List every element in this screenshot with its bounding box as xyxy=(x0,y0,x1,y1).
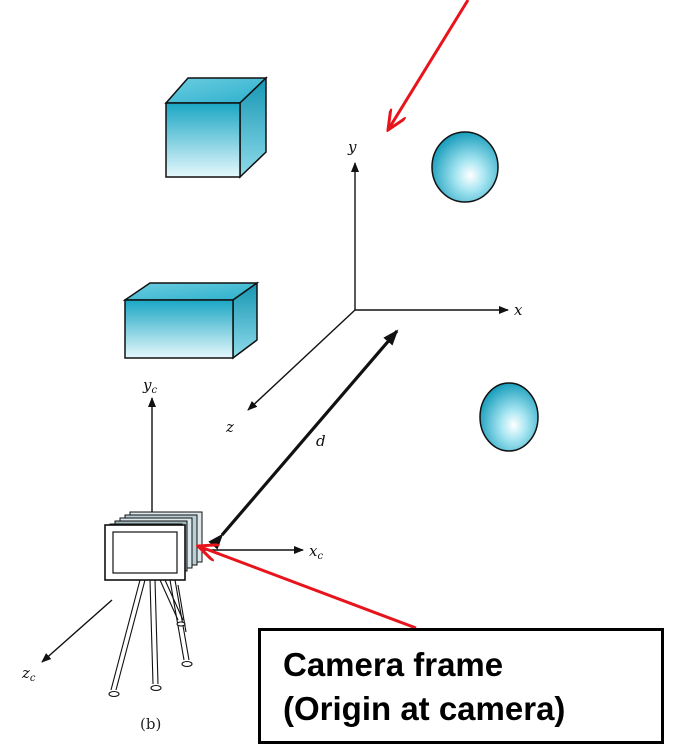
camera xyxy=(104,511,203,581)
figure-caption: (b) xyxy=(140,715,161,733)
camera-x-label: xc xyxy=(309,542,323,562)
lower-box xyxy=(122,281,260,360)
callout-line-2: (Origin at camera) xyxy=(283,690,566,727)
distance-arrow: d xyxy=(208,329,399,550)
camera-z-axis xyxy=(41,599,113,663)
world-y-label: y xyxy=(347,138,357,156)
pointer-arrow-world-origin xyxy=(388,0,470,130)
upper-sphere xyxy=(431,131,499,203)
camera-y-label: yc xyxy=(142,376,157,396)
lower-sphere xyxy=(479,382,539,452)
camera-axes: yc xc zc xyxy=(21,376,323,684)
callout-line-1: Camera frame xyxy=(283,646,504,683)
world-z-axis xyxy=(247,309,356,411)
camera-z-label: zc xyxy=(21,664,36,684)
distance-label: d xyxy=(316,432,326,450)
camera-frame-callout: Camera frame (Origin at camera) xyxy=(258,628,664,744)
world-x-label: x xyxy=(514,301,523,319)
tripod xyxy=(108,579,193,698)
pointer-arrow-camera-origin xyxy=(198,546,417,630)
world-z-label: z xyxy=(225,418,234,436)
upper-cube xyxy=(164,76,268,179)
